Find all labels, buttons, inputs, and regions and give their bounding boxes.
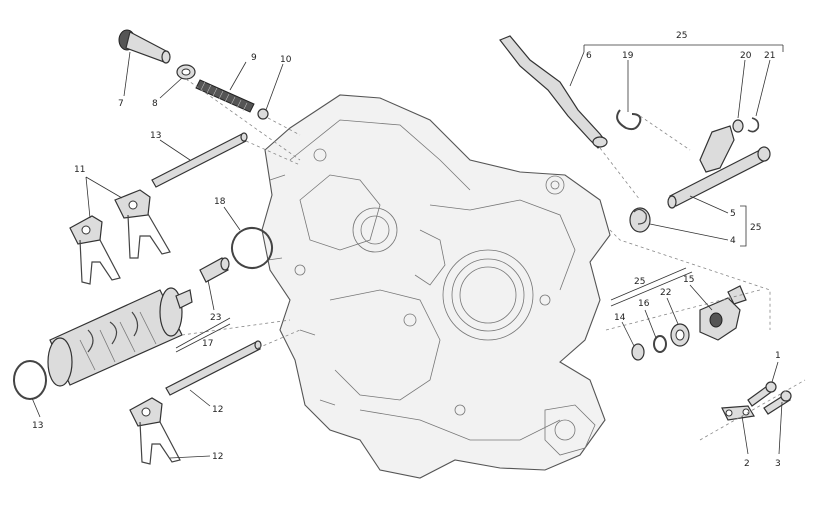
part-5-selector-shaft — [667, 125, 771, 209]
callout-10: 10 — [280, 55, 292, 65]
callout-13-upper: 13 — [150, 131, 161, 141]
crankcase-half — [261, 94, 611, 479]
callout-13-lower: 12 — [212, 405, 223, 415]
part-17-ring — [653, 335, 667, 353]
leader-lines — [31, 44, 784, 459]
callout-3: 3 — [775, 459, 781, 469]
part-1-bolt — [747, 381, 777, 407]
callout-21: 20 — [740, 51, 752, 61]
callout-20: 19 — [622, 51, 634, 61]
part-6-shift-lever — [499, 35, 608, 149]
callout-9: 9 — [251, 53, 257, 63]
part-7-pin — [118, 29, 171, 64]
callout-16: 15 — [683, 275, 694, 285]
callout-6: 6 — [586, 51, 592, 61]
part-11-forks — [69, 189, 171, 285]
callout-15: 14 — [614, 313, 626, 323]
part-19-o-ring — [231, 227, 273, 269]
part-20-spring — [616, 109, 642, 131]
part-13-fork-shaft-lower — [165, 340, 262, 396]
part-12-fork — [129, 397, 181, 465]
part-15-seal — [631, 343, 645, 361]
callout-7: 7 — [118, 99, 124, 109]
callout-25-top: 25 — [676, 31, 687, 41]
callout-25-mid: 25 — [634, 277, 645, 287]
part-24-plug — [199, 257, 230, 283]
part-22-circlip — [747, 117, 760, 133]
callout-18: 17 — [202, 339, 213, 349]
bracket-18 — [175, 323, 231, 353]
callout-24: 23 — [210, 313, 221, 323]
callout-17: 16 — [638, 299, 650, 309]
part-3-screw — [763, 390, 792, 415]
part-10-ball — [257, 108, 269, 120]
part-9-spring — [195, 79, 255, 113]
callout-22: 21 — [764, 51, 775, 61]
callout-5: 5 — [730, 209, 736, 219]
callout-23: 22 — [660, 288, 671, 298]
part-21-washer — [732, 119, 744, 133]
part-8-washer — [176, 64, 196, 80]
callout-labels: 7 8 9 10 13 11 18 23 17 13 12 12 25 6 19… — [32, 31, 781, 469]
callout-14: 13 — [32, 421, 43, 431]
bracket-25-mid — [610, 271, 693, 307]
part-14-ring — [13, 360, 47, 400]
selector-drum — [47, 287, 193, 387]
callout-19: 18 — [214, 197, 226, 207]
part-4-return-spring — [629, 207, 651, 233]
callout-4: 4 — [730, 236, 736, 246]
callout-25-right: 25 — [750, 223, 761, 233]
callout-8: 8 — [152, 99, 158, 109]
callout-2: 2 — [744, 459, 750, 469]
callout-12: 12 — [212, 452, 223, 462]
callout-1: 1 — [775, 351, 781, 361]
assembly-dashes — [181, 78, 806, 441]
part-13-fork-shaft-upper — [151, 132, 248, 188]
part-16-plate — [699, 285, 747, 341]
callout-11: 11 — [74, 165, 85, 175]
